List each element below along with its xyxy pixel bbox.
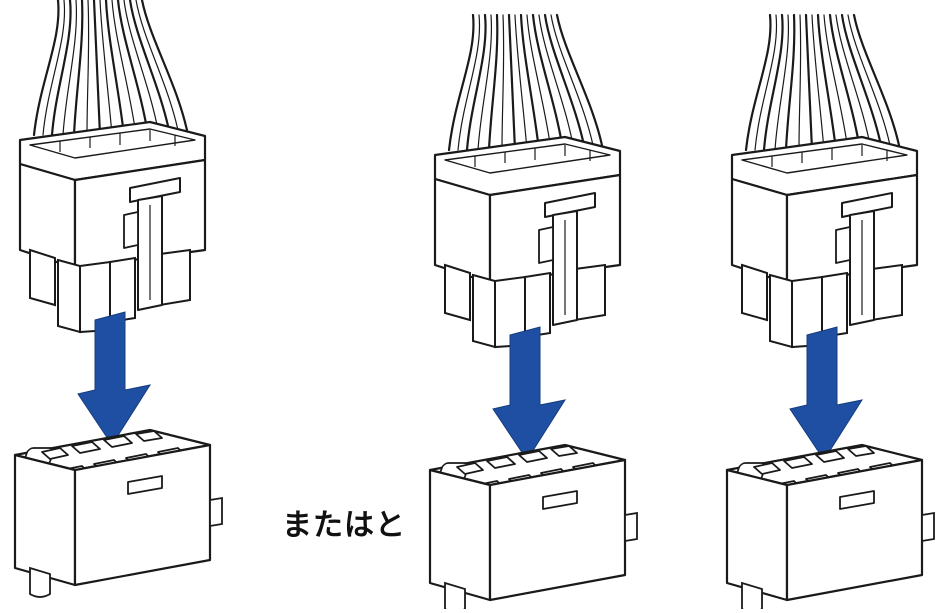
cable-plug-middle [433,13,622,349]
cable-plug-right [730,13,919,349]
socket-right [725,443,936,613]
assembly-left [13,0,224,599]
socket-middle [428,443,639,613]
assembly-middle [428,13,639,613]
cable-plug-left [18,0,207,334]
assembly-right [725,13,936,613]
connector-label: またはと [282,508,406,543]
socket-left [13,428,224,599]
